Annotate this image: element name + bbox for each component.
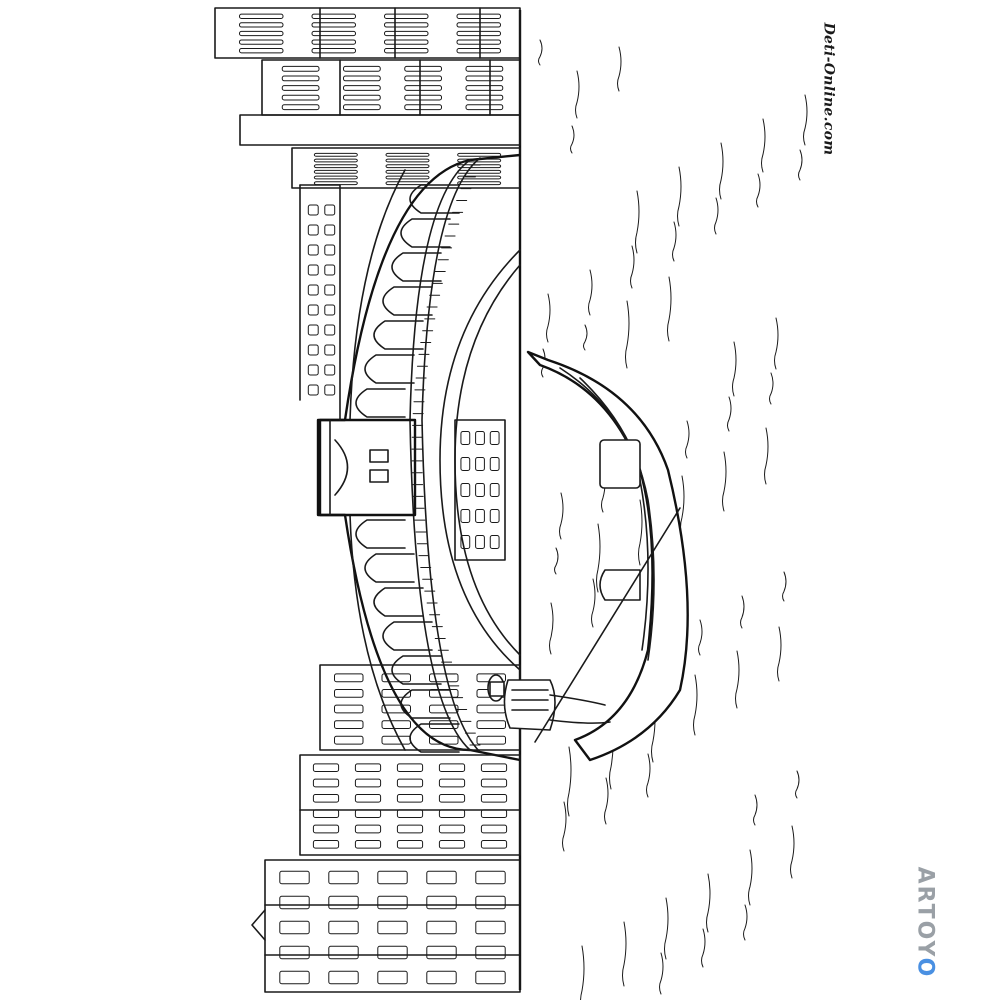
- rialto-bridge: [316, 153, 521, 762]
- gondolier: [487, 507, 681, 743]
- watermark: Deti-Online.com: [808, 14, 848, 164]
- artoyo-logo: ARTOYO: [905, 864, 945, 980]
- logo-accent-text: O: [912, 957, 938, 978]
- gondola: [526, 350, 689, 762]
- buildings-top: [214, 7, 521, 189]
- watermark-text: Deti-Online.com: [820, 22, 837, 156]
- buildings-bottom: [251, 664, 521, 993]
- buildings-behind-bridge: [299, 184, 506, 561]
- logo-text: ARTOY: [912, 866, 938, 958]
